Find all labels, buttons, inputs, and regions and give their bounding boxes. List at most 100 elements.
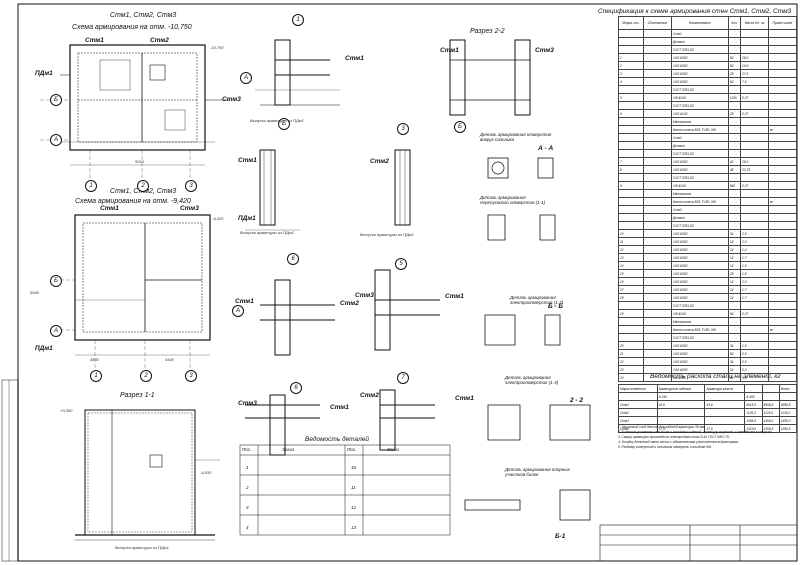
spec-cell: м³ xyxy=(767,125,798,134)
spec-cell xyxy=(642,341,672,350)
spec-cell xyxy=(767,165,798,174)
usage-cell: Всего xyxy=(778,384,798,393)
spec-cell: 1,4 xyxy=(740,245,769,254)
spec-cell xyxy=(642,205,672,214)
spec-cell xyxy=(642,61,672,70)
usage-cell xyxy=(761,384,780,393)
spec-cell xyxy=(618,173,644,182)
spec-cell: 1,5 xyxy=(740,261,769,270)
spec-cell: 1,7 xyxy=(740,293,769,302)
spec-cell xyxy=(740,213,769,222)
spec-cell: ∅10 A500 xyxy=(670,341,729,350)
spec-cell: 28 xyxy=(727,69,742,78)
spec-cell: 21 xyxy=(618,349,644,358)
label-stm1-a: Стм1 xyxy=(85,37,104,44)
usage-cell: Арматурные изделия xyxy=(656,384,706,393)
spec-cell xyxy=(727,189,742,198)
notes-block: 1. Защитный слой бетона для рабочей арма… xyxy=(618,425,800,450)
label-stm2-b: Стм2 xyxy=(370,158,389,165)
details-pos-cell: 3 xyxy=(246,505,249,510)
spec-cell: 0,37 xyxy=(740,93,769,102)
spec-cell xyxy=(618,37,644,46)
usage-cell xyxy=(778,392,798,401)
spec-cell: 28 xyxy=(727,269,742,278)
spec-cell: 1,7 xyxy=(740,253,769,262)
spec-cell xyxy=(740,141,769,150)
detail-support-title: Деталь армирования опорных участков бало… xyxy=(505,467,570,477)
spec-cell: 48 xyxy=(727,373,742,382)
spec-cell: 80 xyxy=(727,53,742,62)
spec-cell xyxy=(618,29,644,38)
spec-cell xyxy=(618,117,644,126)
usage-cell: 43,8 xyxy=(656,400,706,409)
spec-cell: ГОСТ 5781-82 xyxy=(670,101,729,110)
spec-cell xyxy=(767,85,798,94)
spec-cell: Бетон класса B25, F150, W6 xyxy=(670,125,729,134)
spec-cell: ∅10 A500 xyxy=(670,237,729,246)
spec-cell xyxy=(767,365,798,374)
spec-cell: 28,0 xyxy=(740,53,769,62)
spec-cell: 17 xyxy=(618,285,644,294)
spec-cell: 5 xyxy=(618,93,644,102)
section-num-6a: 6 xyxy=(287,253,299,265)
spec-cell xyxy=(727,37,742,46)
spec-cell xyxy=(618,45,644,54)
spec-cell xyxy=(618,85,644,94)
outlet-note-4: Выпуски арматуры из ПДм1 xyxy=(115,545,169,550)
spec-cell: 22 xyxy=(618,357,644,366)
label-stm1-b: Стм1 xyxy=(100,205,119,212)
spec-row: Материалы xyxy=(618,317,798,326)
spec-cell xyxy=(618,189,644,198)
spec-cell: 48 xyxy=(727,165,742,174)
spec-cell xyxy=(740,333,769,342)
section-b1-mark: Б-1 xyxy=(555,533,566,540)
spec-row: Стм2 xyxy=(618,133,798,142)
details-table xyxy=(239,444,451,536)
section-1-1 xyxy=(75,409,220,541)
spec-cell: 1,8 xyxy=(740,269,769,278)
spec-cell xyxy=(642,373,672,382)
spec-cell: 1,7 xyxy=(740,285,769,294)
spec-cell: 28,3 xyxy=(740,157,769,166)
spec-cell xyxy=(767,269,798,278)
label-stm1-d: Стм1 xyxy=(238,157,257,164)
spec-cell: 1150 xyxy=(727,93,742,102)
detail-drawings xyxy=(464,157,591,521)
details-header-sketch: Эскиз xyxy=(282,447,295,452)
spec-cell xyxy=(767,253,798,262)
usage-cell: Арматура класса xyxy=(704,384,746,393)
spec-cell: ∅10 A500 xyxy=(670,349,729,358)
spec-cell: ∅10 A500 xyxy=(670,53,729,62)
usage-cell xyxy=(656,408,706,417)
axis-b-3: Б xyxy=(454,121,466,133)
spec-cell xyxy=(767,117,798,126)
spec-cell xyxy=(642,125,672,134)
spec-cell xyxy=(767,101,798,110)
spec-cell xyxy=(767,157,798,166)
spec-row: ГОСТ 5781-82 xyxy=(618,221,798,230)
spec-cell xyxy=(618,221,644,230)
dim-5640: 5640 xyxy=(30,290,39,295)
label-stm1-c: Стм1 xyxy=(345,55,364,62)
spec-cell xyxy=(727,101,742,110)
spec-cell xyxy=(642,157,672,166)
usage-cell: Марка элемента xyxy=(618,384,658,393)
spec-cell: 840 xyxy=(727,181,742,190)
spec-cell xyxy=(767,181,798,190)
spec-cell: ∅8 A240 xyxy=(670,309,729,318)
spec-cell: Стм1 xyxy=(670,29,729,38)
spec-cell xyxy=(618,149,644,158)
spec-cell xyxy=(767,221,798,230)
usage-cell: Стм1 xyxy=(618,400,658,409)
spec-cell: 0,37 xyxy=(740,109,769,118)
section-bb: Б - Б xyxy=(548,303,563,310)
